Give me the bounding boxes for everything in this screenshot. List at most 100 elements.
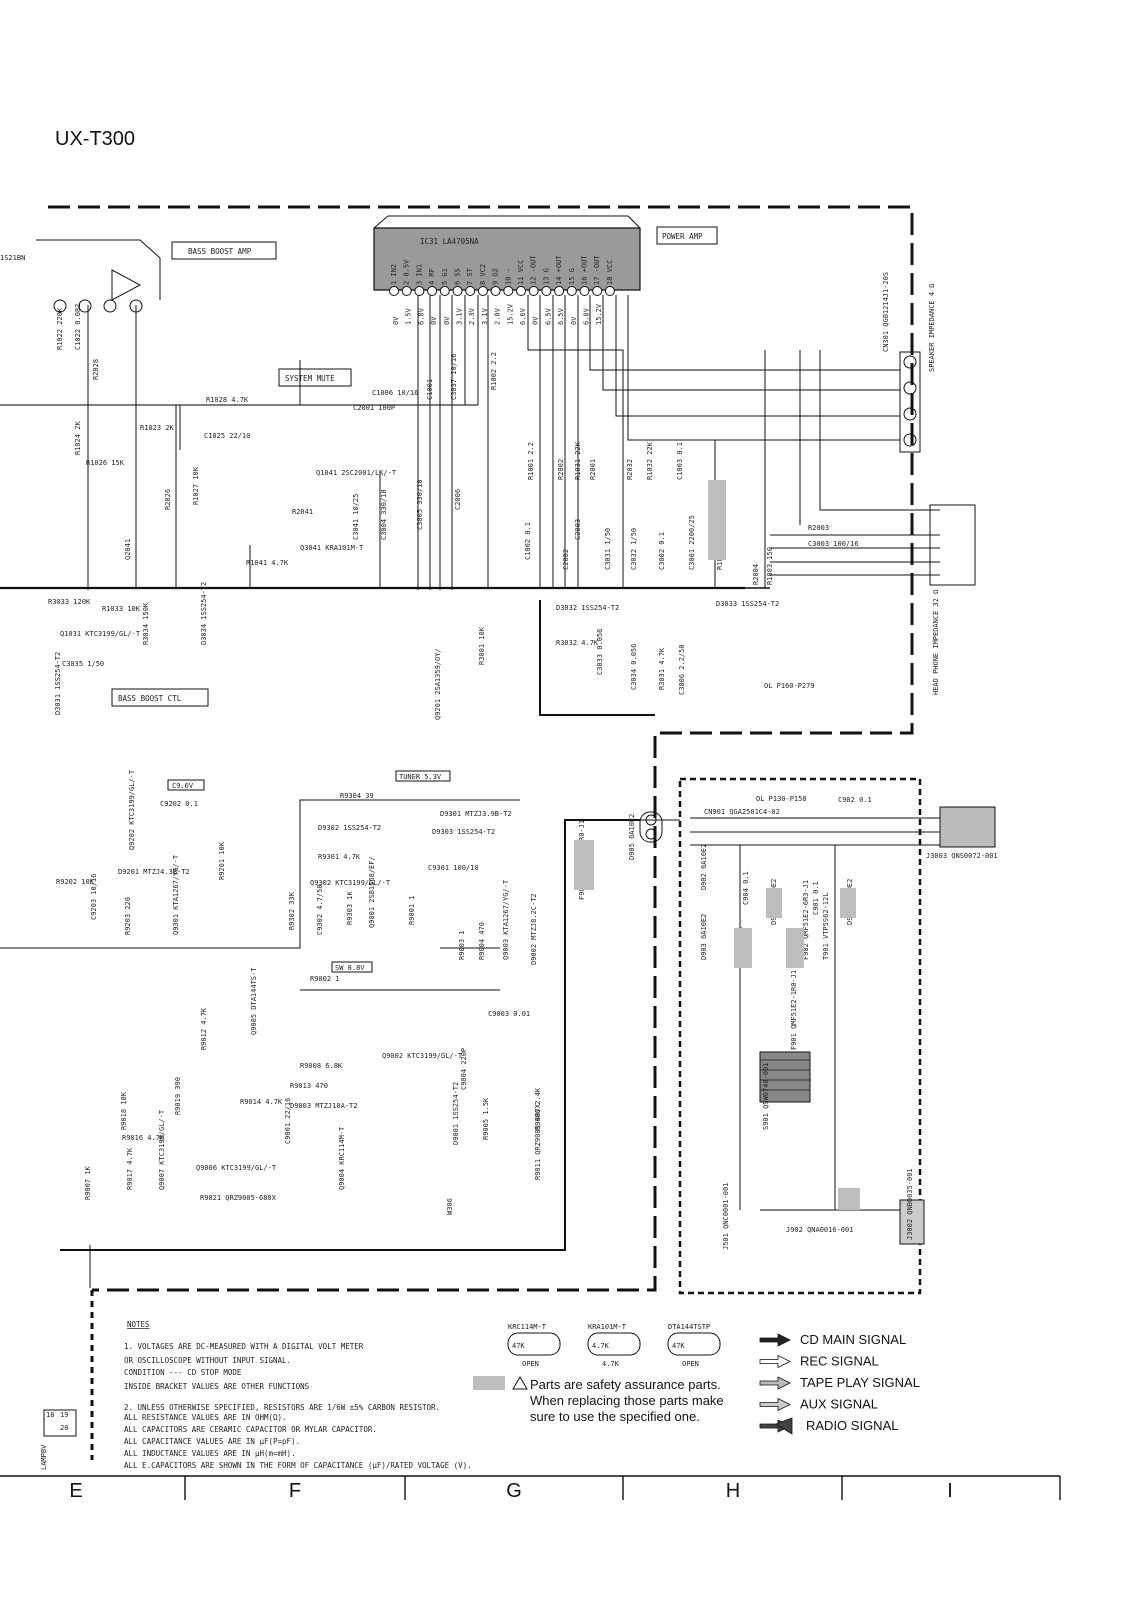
ic-pin-circle bbox=[401, 286, 412, 296]
component-label: R9006 2.4K bbox=[534, 1087, 542, 1130]
component-label: J3003 QNS0072-001 bbox=[926, 852, 998, 860]
ic-pin-label: 6 SS bbox=[454, 268, 462, 285]
component-label: C9203 10/16 bbox=[90, 874, 98, 920]
component-label: R2041 bbox=[292, 508, 313, 516]
component-label: D9201 MTZJ4.3B-T2 bbox=[118, 868, 190, 876]
component-label: D3032 1SS254-T2 bbox=[556, 604, 619, 612]
ic-pin-circle bbox=[528, 286, 539, 296]
pin-voltage: 3.1V bbox=[456, 307, 464, 325]
ic-pin-label: 1 IN2 bbox=[390, 264, 398, 285]
component-label: C9004 220P bbox=[460, 1048, 468, 1090]
component-label: R3001 10K bbox=[478, 626, 486, 665]
component-label: R9021 QRZ9005-680X bbox=[200, 1194, 277, 1202]
component-label: J902 QNA0016-001 bbox=[786, 1226, 853, 1234]
component-label: Q9201 2SA1359/OY/ bbox=[434, 648, 442, 720]
device-icon-name: KRA101M-T bbox=[588, 1323, 627, 1331]
component-label: CN301 QGB1214J1-20S bbox=[882, 272, 890, 352]
component-label: C1025 22/10 bbox=[204, 432, 250, 440]
component-label: R9018 10K bbox=[120, 1091, 128, 1130]
component-label: Q3041 KRA101M-T bbox=[300, 544, 364, 552]
headphone-impedance-label: HEAD PHONE IMPEDANCE 32 Ω bbox=[932, 590, 940, 695]
pin-voltage: 6.5V bbox=[557, 307, 565, 325]
safety-note-line-3: sure to use the specified one. bbox=[530, 1409, 700, 1424]
component-label: R2003 bbox=[808, 524, 829, 532]
component-label: R1003 150 bbox=[766, 547, 774, 585]
ic-pin-circle bbox=[477, 286, 488, 296]
legend-arrow-icon bbox=[759, 1354, 791, 1369]
notes-line: ALL INDUCTANCE VALUES ARE IN μH(m=mH). bbox=[124, 1449, 296, 1458]
component-label: R9017 4.7K bbox=[126, 1147, 134, 1190]
system-mute-label: SYSTEM MUTE bbox=[285, 374, 335, 383]
column-label: E bbox=[69, 1480, 82, 1502]
legend-label: AUX SIGNAL bbox=[800, 1397, 878, 1412]
cn301-connector bbox=[43, 1409, 77, 1437]
component-label: C3041 10/25 bbox=[352, 494, 360, 540]
component-label: R9001 1 bbox=[408, 895, 416, 925]
ic-pin-circle bbox=[427, 286, 438, 296]
ic-pin-circle bbox=[389, 286, 399, 296]
ol-label-1: OL P160-P279 bbox=[764, 682, 815, 690]
component-label: C3004 330/10 bbox=[380, 489, 388, 540]
component-label: D905 6A10E2 bbox=[628, 814, 636, 860]
component-label: R9003 1 bbox=[458, 930, 466, 960]
component-label: R3033 120K bbox=[48, 598, 91, 606]
ic-pin-circle bbox=[465, 286, 476, 296]
component-label: R2028 bbox=[92, 359, 100, 380]
component-label: C902 0.1 bbox=[838, 796, 872, 804]
component-label: C9003 0.01 bbox=[488, 1010, 530, 1018]
component-label: Q9004 KRC114M-T bbox=[338, 1126, 346, 1190]
device-icon-resistor: 4.7K bbox=[592, 1342, 610, 1350]
legend-arrow-icon bbox=[775, 1417, 793, 1435]
component-label: C2003 bbox=[574, 519, 582, 540]
model-title: UX-T300 bbox=[55, 128, 136, 150]
pin-voltage: 6.8V bbox=[583, 307, 591, 325]
pin-voltage: 0V bbox=[570, 316, 578, 325]
component-label: R9201 10K bbox=[218, 841, 226, 880]
legend-arrow-icon bbox=[759, 1376, 791, 1390]
pin-voltage: 2.0V bbox=[494, 307, 502, 325]
bass-boost-ctl-label: BASS BOOST CTL bbox=[118, 694, 182, 703]
component-label: Q9202 KTC3199/GL/-T bbox=[128, 769, 136, 850]
component-label: R1027 10K bbox=[192, 466, 200, 505]
ic-pin-circle bbox=[592, 286, 603, 296]
component-label: D9002 MTZJ8.2C-T2 bbox=[530, 893, 538, 965]
legend-arrow-icon bbox=[759, 1333, 791, 1347]
component-label: R9013 470 bbox=[290, 1082, 328, 1090]
ic-pin-circle bbox=[503, 286, 514, 296]
component-label: R9203 220 bbox=[124, 897, 132, 935]
component-label: R9202 10K bbox=[56, 878, 95, 886]
ic-pin-label: 9 G2 bbox=[492, 268, 500, 285]
device-icons: KRC114M-T47KOPENKRA101M-T4.7K4.7KDTA144T… bbox=[507, 1323, 721, 1368]
component-label: R2001 bbox=[589, 459, 597, 480]
ic-pin-label: 3 IN1 bbox=[415, 264, 423, 285]
component-label: D3031 1SS254-T2 bbox=[54, 652, 62, 715]
device-icon-outline bbox=[667, 1332, 721, 1356]
safety-note: Parts are safety assurance parts. When r… bbox=[473, 1376, 724, 1424]
component-label: D3033 1SS254-T2 bbox=[716, 600, 779, 608]
component-label: R9302 33K bbox=[288, 891, 296, 930]
component-label: R9014 4.7K bbox=[240, 1098, 283, 1106]
component-label: R1032 22K bbox=[646, 441, 654, 480]
headphone-jack-icon bbox=[929, 504, 976, 586]
column-label: H bbox=[726, 1480, 740, 1502]
ic-pin-circle bbox=[414, 286, 425, 296]
tuner-5-3v-tag: TUNER 5.3V bbox=[399, 773, 442, 781]
component-label: R1031 22K bbox=[574, 441, 582, 480]
dashed-boundaries bbox=[48, 205, 922, 1460]
component-label: Q9007 KTC3199/GL/-T bbox=[158, 1109, 166, 1190]
component-label: C9302 4.7/50 bbox=[316, 884, 324, 935]
cn301-pin-18: 18 bbox=[46, 1411, 54, 1419]
pin-voltage: 2.3V bbox=[468, 307, 476, 325]
lampbv-label: LAMPBV bbox=[40, 1444, 48, 1470]
component-label: C2002 bbox=[562, 549, 570, 570]
pin-voltage: 15.2V bbox=[595, 303, 603, 325]
component-label: R9004 470 bbox=[478, 922, 486, 960]
component-label: R9012 4.7K bbox=[200, 1007, 208, 1050]
ic31-label: IC31 LA4705NA bbox=[420, 237, 479, 246]
notes-line: ALL RESISTANCE VALUES ARE IN OHM(Ω). bbox=[124, 1413, 287, 1422]
component-label: Q1031 KTC3199/GL/-T bbox=[60, 630, 141, 638]
component-label: C3035 1/50 bbox=[62, 660, 104, 668]
ol-label-2: OL P130-P158 bbox=[756, 795, 807, 803]
component-label: T901 VTP5S62-12L bbox=[822, 893, 830, 960]
device-icon-name: KRC114M-T bbox=[508, 1323, 547, 1331]
